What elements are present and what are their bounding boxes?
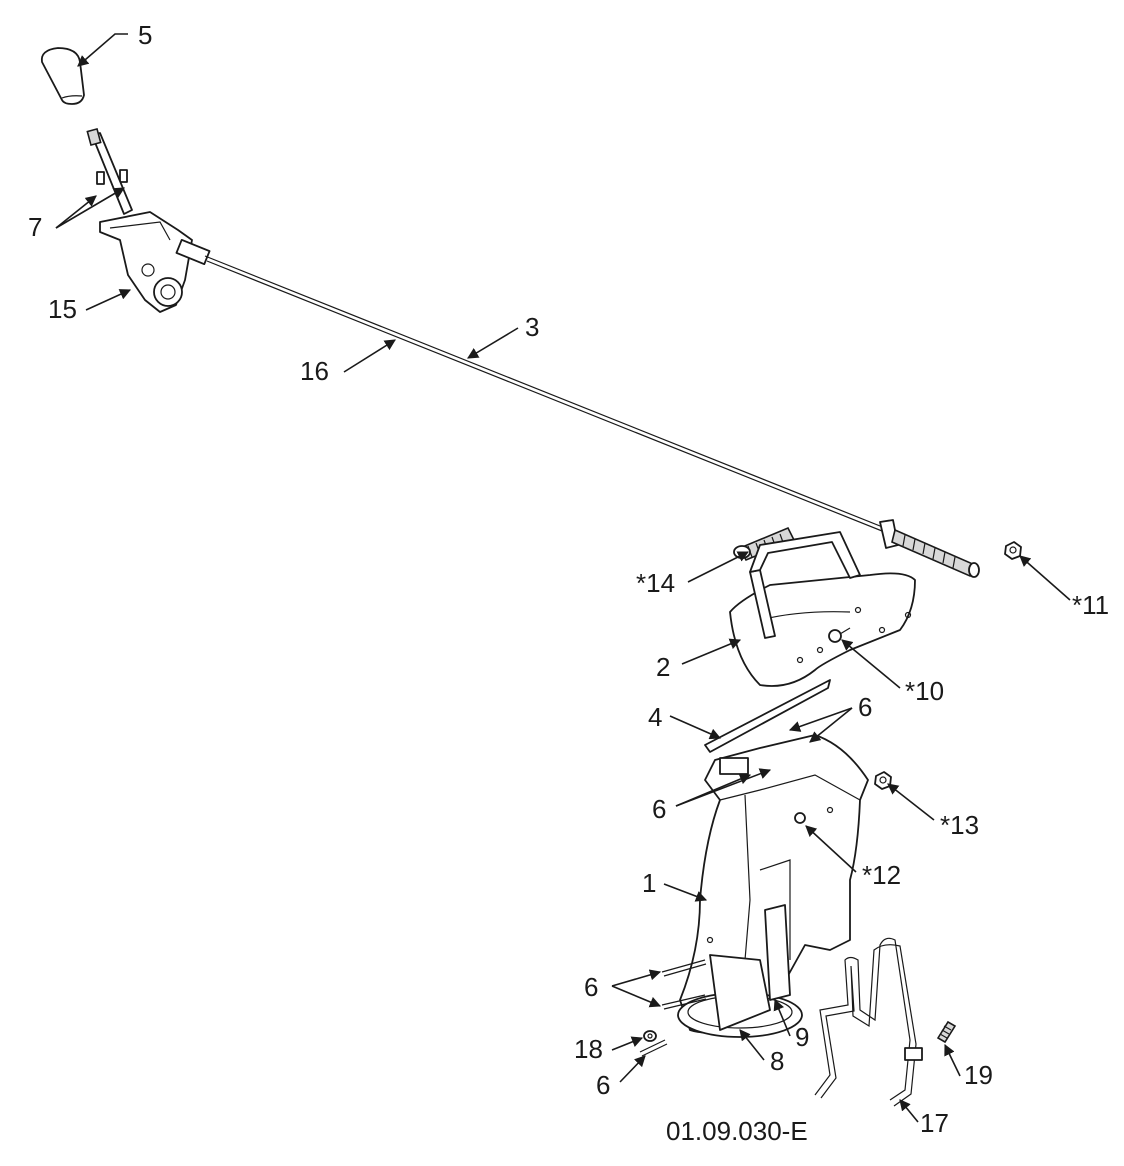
callout-15: 15 xyxy=(48,294,77,324)
callout-18: 18 xyxy=(574,1034,603,1064)
part-nut-13 xyxy=(874,771,892,790)
part-base-ring xyxy=(677,904,803,1038)
callout-9: 9 xyxy=(795,1022,809,1052)
callout-6-top: 6 xyxy=(858,692,872,722)
callout-6-bottom: 6 xyxy=(596,1070,610,1100)
part-crank-rod xyxy=(814,937,923,1107)
callout-labels: 5 7 15 16 3 *14 *11 2 *10 4 6 6 *13 *12 … xyxy=(28,20,1109,1146)
callout-7: 7 xyxy=(28,212,42,242)
callout-14: *14 xyxy=(636,568,675,598)
part-nut-11 xyxy=(1004,541,1022,560)
callout-6-lower: 6 xyxy=(584,972,598,1002)
callout-16: 16 xyxy=(300,356,329,386)
callout-3: 3 xyxy=(525,312,539,342)
part-cable xyxy=(204,255,980,578)
callout-11: *11 xyxy=(1072,590,1109,620)
part-flap xyxy=(704,679,831,753)
part-knob xyxy=(40,47,85,105)
callout-12: *12 xyxy=(862,860,901,890)
part-screws-lever xyxy=(96,169,128,185)
part-lever-assembly xyxy=(86,127,211,313)
leader-lines xyxy=(55,33,1071,1123)
callout-13: *13 xyxy=(940,810,979,840)
part-washer-18 xyxy=(643,1030,657,1042)
part-deflector xyxy=(729,531,916,687)
part-spring-19 xyxy=(936,1020,957,1044)
callout-17: 17 xyxy=(920,1108,949,1138)
drawing-number: 01.09.030-E xyxy=(666,1116,808,1146)
callout-8: 8 xyxy=(770,1046,784,1076)
callout-6-mid: 6 xyxy=(652,794,666,824)
callout-5: 5 xyxy=(138,20,152,50)
callout-1: 1 xyxy=(642,868,656,898)
callout-4: 4 xyxy=(648,702,662,732)
callout-10: *10 xyxy=(905,676,944,706)
part-bolts-lower xyxy=(639,959,707,1057)
callout-19: 19 xyxy=(964,1060,993,1090)
callout-2: 2 xyxy=(656,652,670,682)
